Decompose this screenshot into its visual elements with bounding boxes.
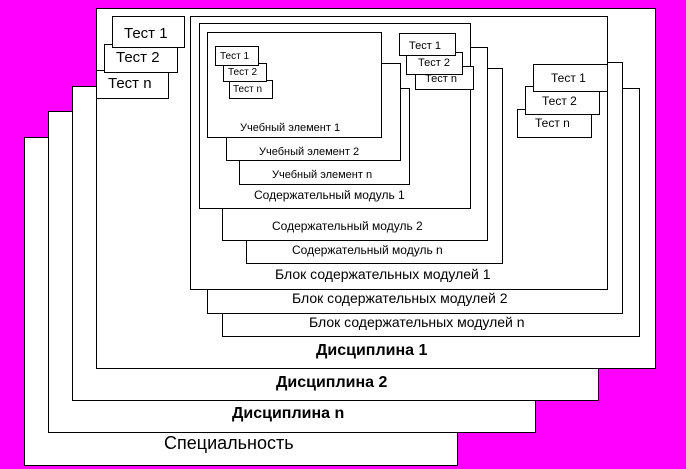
block-1-label: Блок содержательных модулей 1 [275,266,491,282]
element-test-2-label: Тест 2 [228,67,258,78]
discipline-test-2-label: Тест 2 [116,49,160,66]
discipline-2-label: Дисциплина 2 [276,374,388,391]
discipline-test-1-box [112,16,185,48]
discipline-1-label: Дисциплина 1 [316,342,428,359]
element-1-label: Учебный элемент 1 [240,122,341,134]
element-test-1-box [215,46,259,66]
block-test-n-label: Тест n [535,116,570,130]
block-test-1-box [533,64,608,92]
element-test-1-label: Тест 1 [220,51,250,62]
module-test-2-label: Тест 2 [418,57,450,69]
element-2-label: Учебный элемент 2 [259,146,360,158]
module-test-n-label: Тест n [425,73,457,85]
module-test-1-label: Тест 1 [409,40,441,52]
specialty-label: Специальность [164,433,294,453]
block-n-label: Блок содержательных модулей n [309,314,525,330]
module-1-label: Содержательный модуль 1 [254,188,405,202]
discipline-test-n-label: Тест n [108,75,152,92]
discipline-test-n-box [96,70,169,99]
block-test-2-label: Тест 2 [542,94,577,108]
module-2-label: Содержательный модуль 2 [272,219,423,233]
discipline-n-label: Дисциплина n [232,405,345,422]
module-test-1-box [399,33,456,56]
block-2-label: Блок содержательных модулей 2 [292,290,508,306]
discipline-test-1-label: Тест 1 [124,25,168,42]
element-n-label: Учебный элемент n [272,169,373,181]
element-test-n-label: Тест n [233,84,263,95]
block-test-1-label: Тест 1 [551,71,586,85]
module-n-label: Содержательный модуль n [292,243,443,257]
